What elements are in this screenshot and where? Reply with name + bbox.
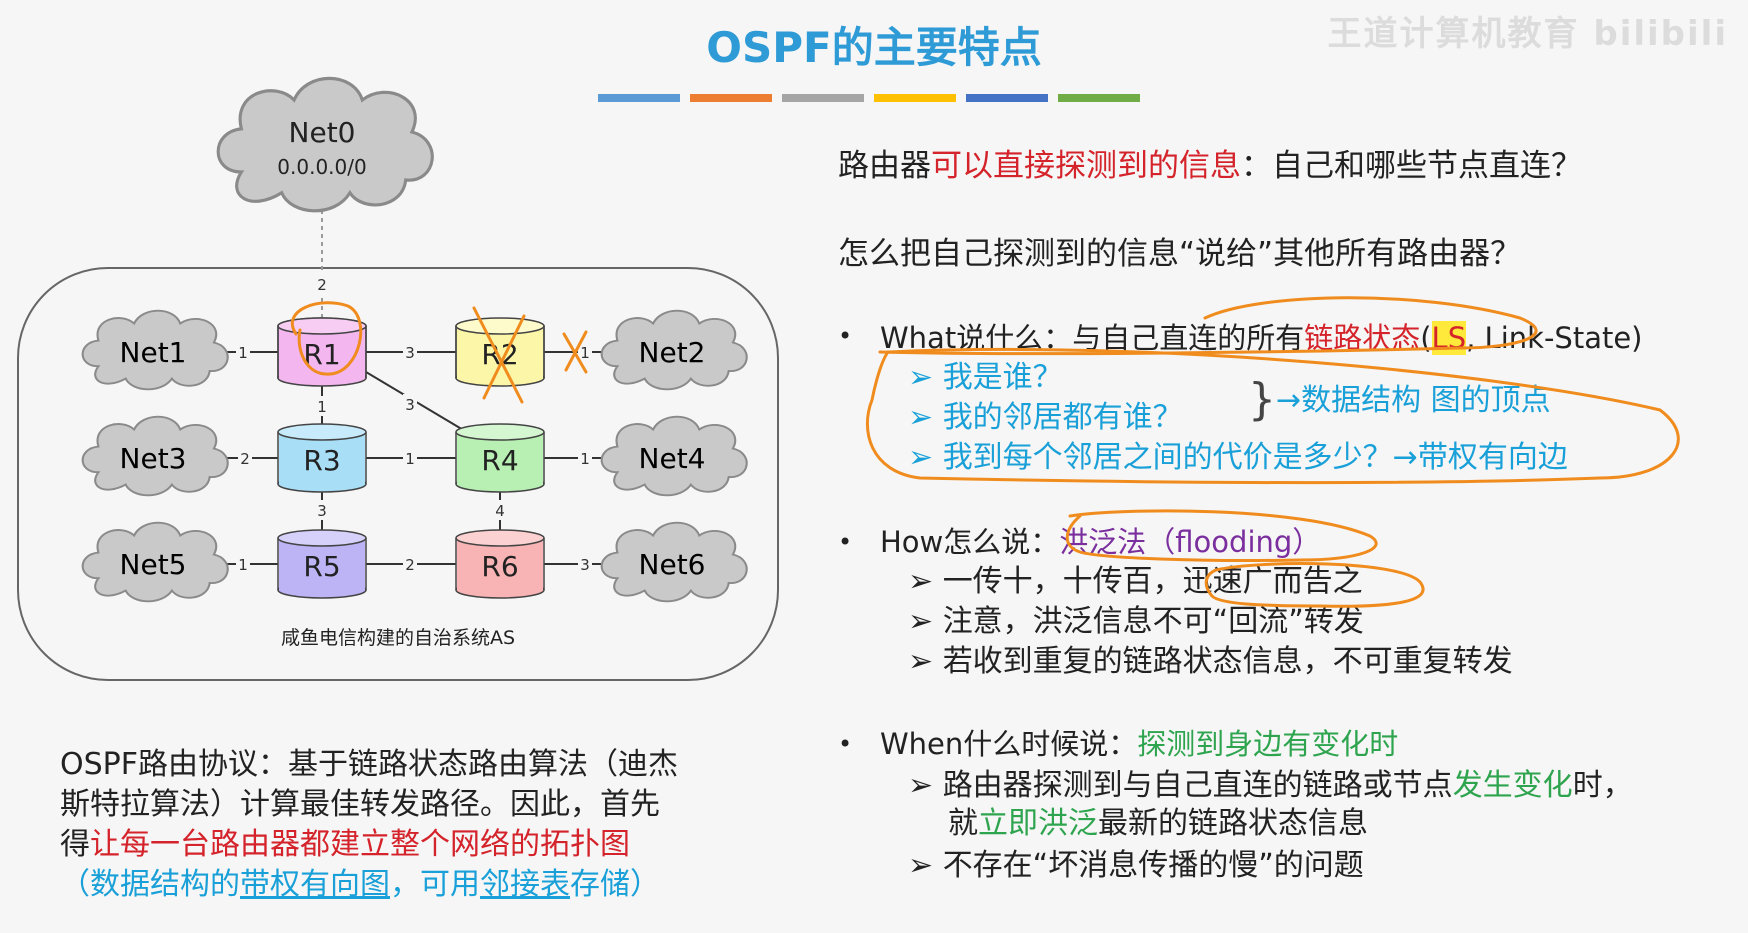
watermark: 王道计算机教育 bilibili (1327, 14, 1728, 54)
how-item-1: ➢ 一传十，十传百，迅速广而告之 (908, 564, 1363, 599)
annotation-r2-x2 (482, 314, 526, 400)
net4-label: Net4 (639, 442, 706, 475)
cost-net1-r1: 1 (238, 344, 248, 362)
bl-line-2: 斯特拉算法）计算最佳转发路径。因此，首先 (60, 787, 660, 822)
what-heading: What说什么：与自己直连的所有链路状态(LS, Link-State) (880, 321, 1643, 355)
net0-sub: 0.0.0.0/0 (277, 155, 366, 179)
what-item-1: ➢ 我是谁？ (908, 360, 1063, 395)
annotation-r1-circle (290, 301, 363, 376)
cost-r3-r4: 1 (405, 450, 415, 468)
when-heading: When什么时候说：探测到身边有变化时 (880, 727, 1399, 761)
cost-net3-r3: 2 (240, 450, 250, 468)
net5-label: Net5 (120, 548, 187, 581)
cost-r4-r6: 4 (495, 502, 505, 520)
cost-net5-r5: 1 (238, 556, 248, 574)
cost-r5-r6: 2 (405, 556, 415, 574)
bl-line-1: OSPF路由协议：基于链路状态路由算法（迪杰 (60, 747, 679, 782)
question-2: 怎么把自己探测到的信息“说给”其他所有路由器？ (838, 236, 1522, 272)
router-r5 (277, 529, 367, 599)
cost-r4-net4: 1 (580, 450, 590, 468)
net3-label: Net3 (120, 442, 187, 475)
when-item-1: ➢ 路由器探测到与自己直连的链路或节点发生变化时， (908, 768, 1633, 803)
cost-r1-r2: 3 (405, 344, 415, 362)
router-r3 (277, 423, 367, 493)
as-label: 咸鱼电信构建的自治系统AS (281, 627, 515, 649)
net6-label: Net6 (639, 548, 706, 581)
r4-label: R4 (481, 444, 518, 477)
cost-r1-r4: 3 (405, 396, 415, 414)
what-item-3: ➢ 我到每个邻居之间的代价是多少？→带权有向边 (908, 440, 1568, 475)
bottom-left-text: OSPF路由协议：基于链路状态路由算法（迪杰 斯特拉算法）计算最佳转发路径。因此… (60, 745, 760, 905)
bl-line-3: 得让每一台路由器都建立整个网络的拓扑图 (60, 827, 630, 862)
router-r2 (455, 317, 545, 387)
net2-label: Net2 (639, 336, 706, 369)
title-color-bars (598, 94, 1140, 102)
network-diagram: 2 1 3 1 1 3 2 1 1 3 4 1 2 3 Net0 0.0.0.0… (17, 76, 779, 681)
cost-r1-r3: 1 (317, 398, 327, 416)
how-heading: How怎么说：洪泛法（flooding） (880, 525, 1322, 559)
how-item-2: ➢ 注意，洪泛信息不可“回流”转发 (908, 604, 1364, 639)
what-brace-note: }→数据结构 图的顶点 (1248, 374, 1551, 425)
bullet-how: • (838, 528, 853, 556)
annotation-r2-x1 (472, 306, 524, 404)
router-r4 (455, 423, 545, 493)
slide-title: OSPF的主要特点 (706, 23, 1042, 72)
what-item-2: ➢ 我的邻居都有谁？ (908, 400, 1183, 435)
bullet-when: • (838, 730, 853, 758)
cost-r2-net2: 1 (580, 344, 590, 362)
r5-label: R5 (303, 550, 340, 583)
router-r6 (455, 529, 545, 599)
net1-label: Net1 (120, 336, 187, 369)
question-1: 路由器可以直接探测到的信息：自己和哪些节点直连？ (838, 148, 1582, 184)
annotation-link-x2 (564, 330, 588, 372)
cost-r6-net6: 3 (580, 556, 590, 574)
how-item-3: ➢ 若收到重复的链路状态信息，不可重复转发 (908, 644, 1513, 679)
when-item-1-cont: 就立即洪泛最新的链路状态信息 (948, 806, 1368, 841)
bl-line-4: （数据结构的带权有向图，可用邻接表存储） (60, 867, 660, 902)
cost-r3-r5: 3 (317, 502, 327, 520)
when-item-2: ➢ 不存在“坏消息传播的慢”的问题 (908, 848, 1364, 883)
r6-label: R6 (481, 550, 518, 583)
bullet-what: • (838, 322, 853, 350)
cost-net0-r1: 2 (317, 276, 327, 294)
r3-label: R3 (303, 444, 340, 477)
net0-label: Net0 (289, 116, 356, 149)
